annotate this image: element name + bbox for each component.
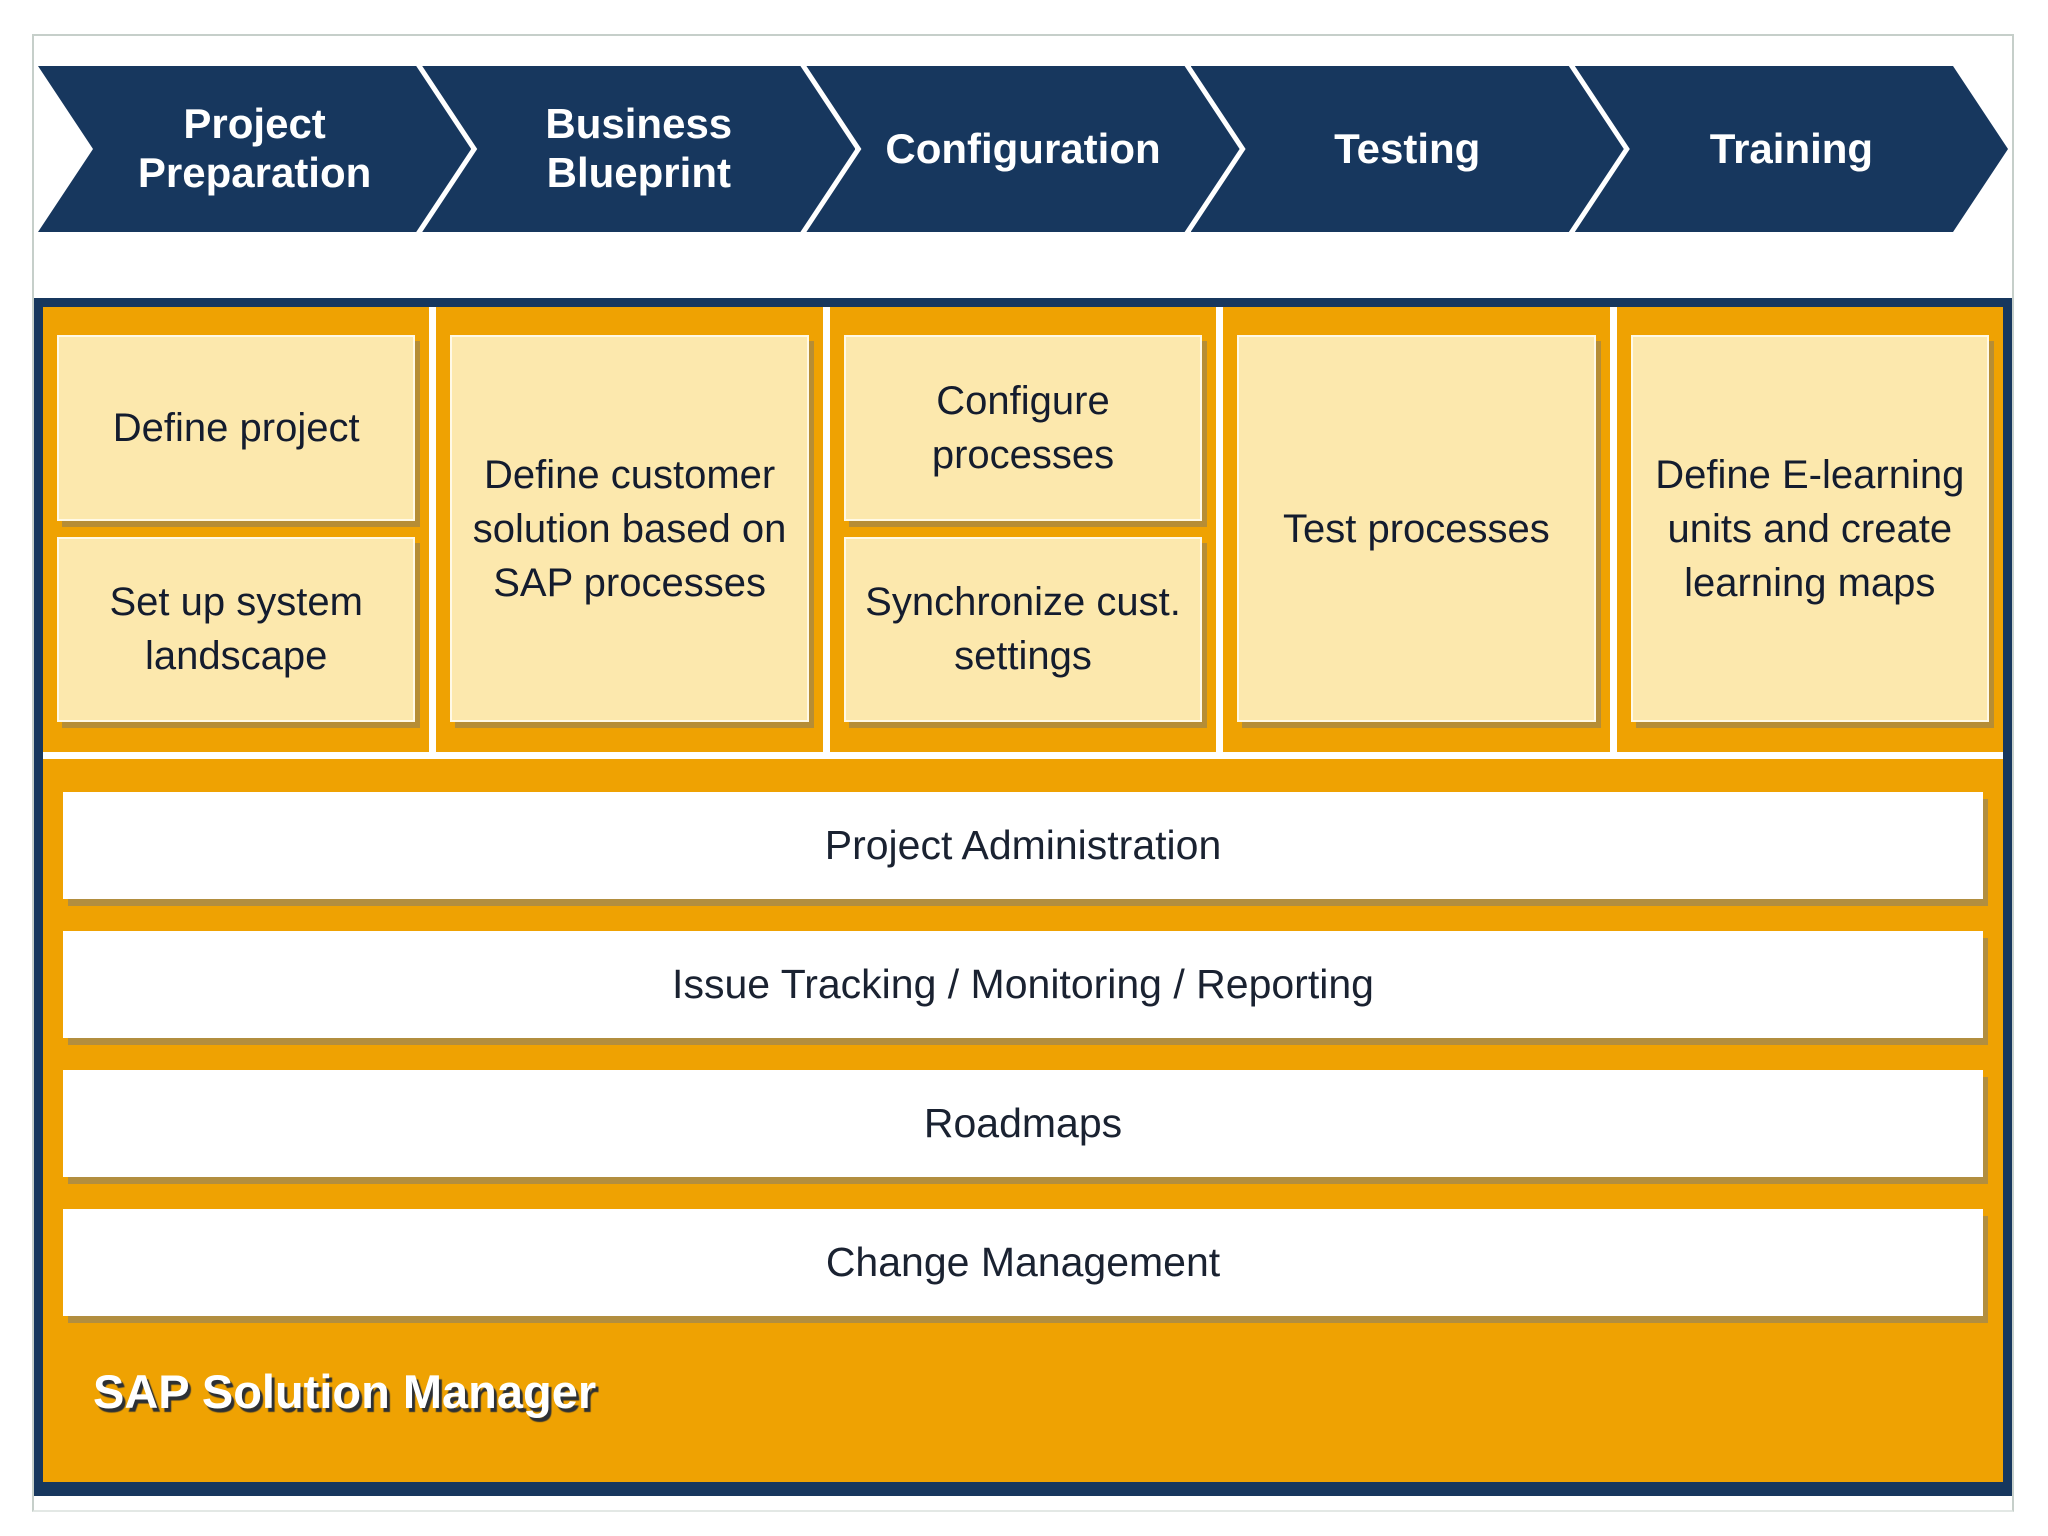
phase-label: Business Blueprint — [545, 100, 733, 196]
activity-box: Define project — [57, 335, 416, 521]
phase-label: Project Preparation — [137, 100, 372, 196]
phase-label: Testing — [1334, 124, 1481, 172]
column-configuration: Configure processes Synchronize cust. se… — [829, 307, 1217, 752]
column-training: Define E-learning units and create learn… — [1616, 307, 2003, 752]
bar-change-management: Change Management — [63, 1209, 1983, 1316]
activity-box: Define customer solution based on SAP pr… — [450, 335, 809, 722]
activity-box: Configure processes — [843, 335, 1203, 521]
activity-box: Set up system landscape — [57, 536, 416, 722]
column-business-blueprint: Define customer solution based on SAP pr… — [436, 307, 823, 752]
column-testing: Test processes — [1223, 307, 1610, 752]
manager-capability-bars: Project Administration Issue Tracking / … — [43, 759, 2003, 1316]
phase-label: Configuration — [885, 124, 1161, 172]
section-divider — [43, 752, 2003, 759]
bar-roadmaps: Roadmaps — [63, 1070, 1983, 1177]
diagram-frame: Project Preparation Business Blueprint C… — [32, 34, 2014, 1512]
bar-issue-tracking: Issue Tracking / Monitoring / Reporting — [63, 931, 1983, 1038]
activity-box: Synchronize cust. settings — [843, 536, 1203, 722]
bar-project-administration: Project Administration — [63, 792, 1983, 899]
phase-arrow-business-blueprint: Business Blueprint — [422, 66, 855, 232]
phase-arrow-project-preparation: Project Preparation — [38, 66, 471, 232]
column-project-preparation: Define project Set up system landscape — [43, 307, 430, 752]
activity-box: Test processes — [1237, 335, 1596, 722]
sap-solution-manager-label: SAP Solution Manager — [93, 1365, 597, 1418]
activity-box: Define E-learning units and create learn… — [1630, 335, 1989, 722]
phase-arrow-configuration: Configuration — [806, 66, 1239, 232]
phase-label: Training — [1709, 124, 1874, 172]
solution-manager-block: Define project Set up system landscape D… — [34, 298, 2012, 1496]
phase-arrow-band: Project Preparation Business Blueprint C… — [38, 66, 2008, 232]
phase-activity-columns: Define project Set up system landscape D… — [43, 307, 2003, 752]
phase-arrow-training: Training — [1575, 66, 2008, 232]
phase-arrow-testing: Testing — [1191, 66, 1624, 232]
